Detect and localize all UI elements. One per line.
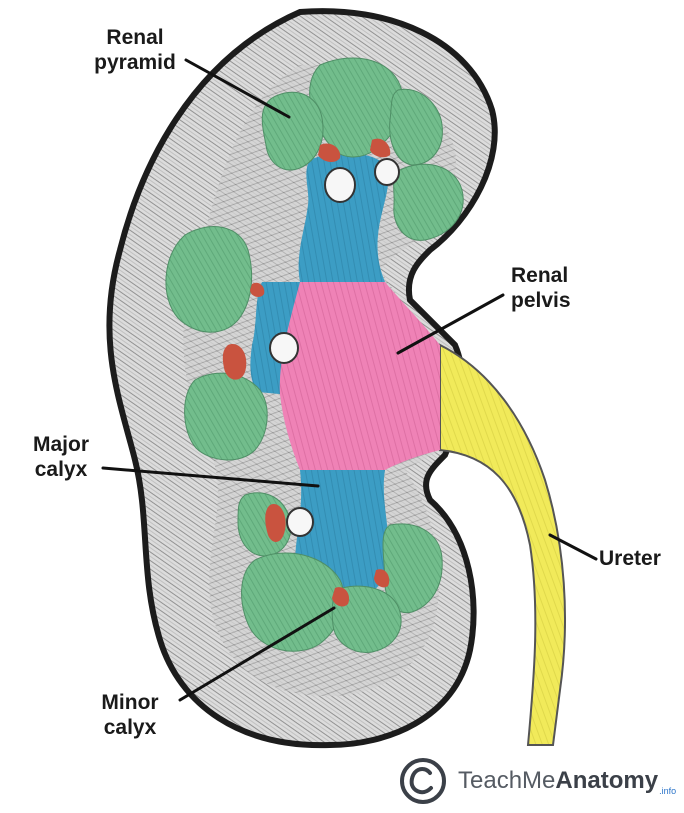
label-renal-pelvis: Renal pelvis [511,263,601,313]
copyright-icon [398,756,448,806]
logo-wordmark: TeachMeAnatomy.info [458,767,676,795]
logo-bold: Anatomy [555,767,658,794]
label-renal-pyramid: Renal pyramid [87,25,183,75]
label-minor-calyx: Minor calyx [84,690,176,740]
label-ureter: Ureter [599,546,679,571]
logo-suffix: .info [659,786,676,796]
label-major-calyx: Major calyx [15,432,107,482]
teachmeanatomy-logo: TeachMeAnatomy.info [398,755,676,807]
logo-regular: TeachMe [458,767,555,794]
